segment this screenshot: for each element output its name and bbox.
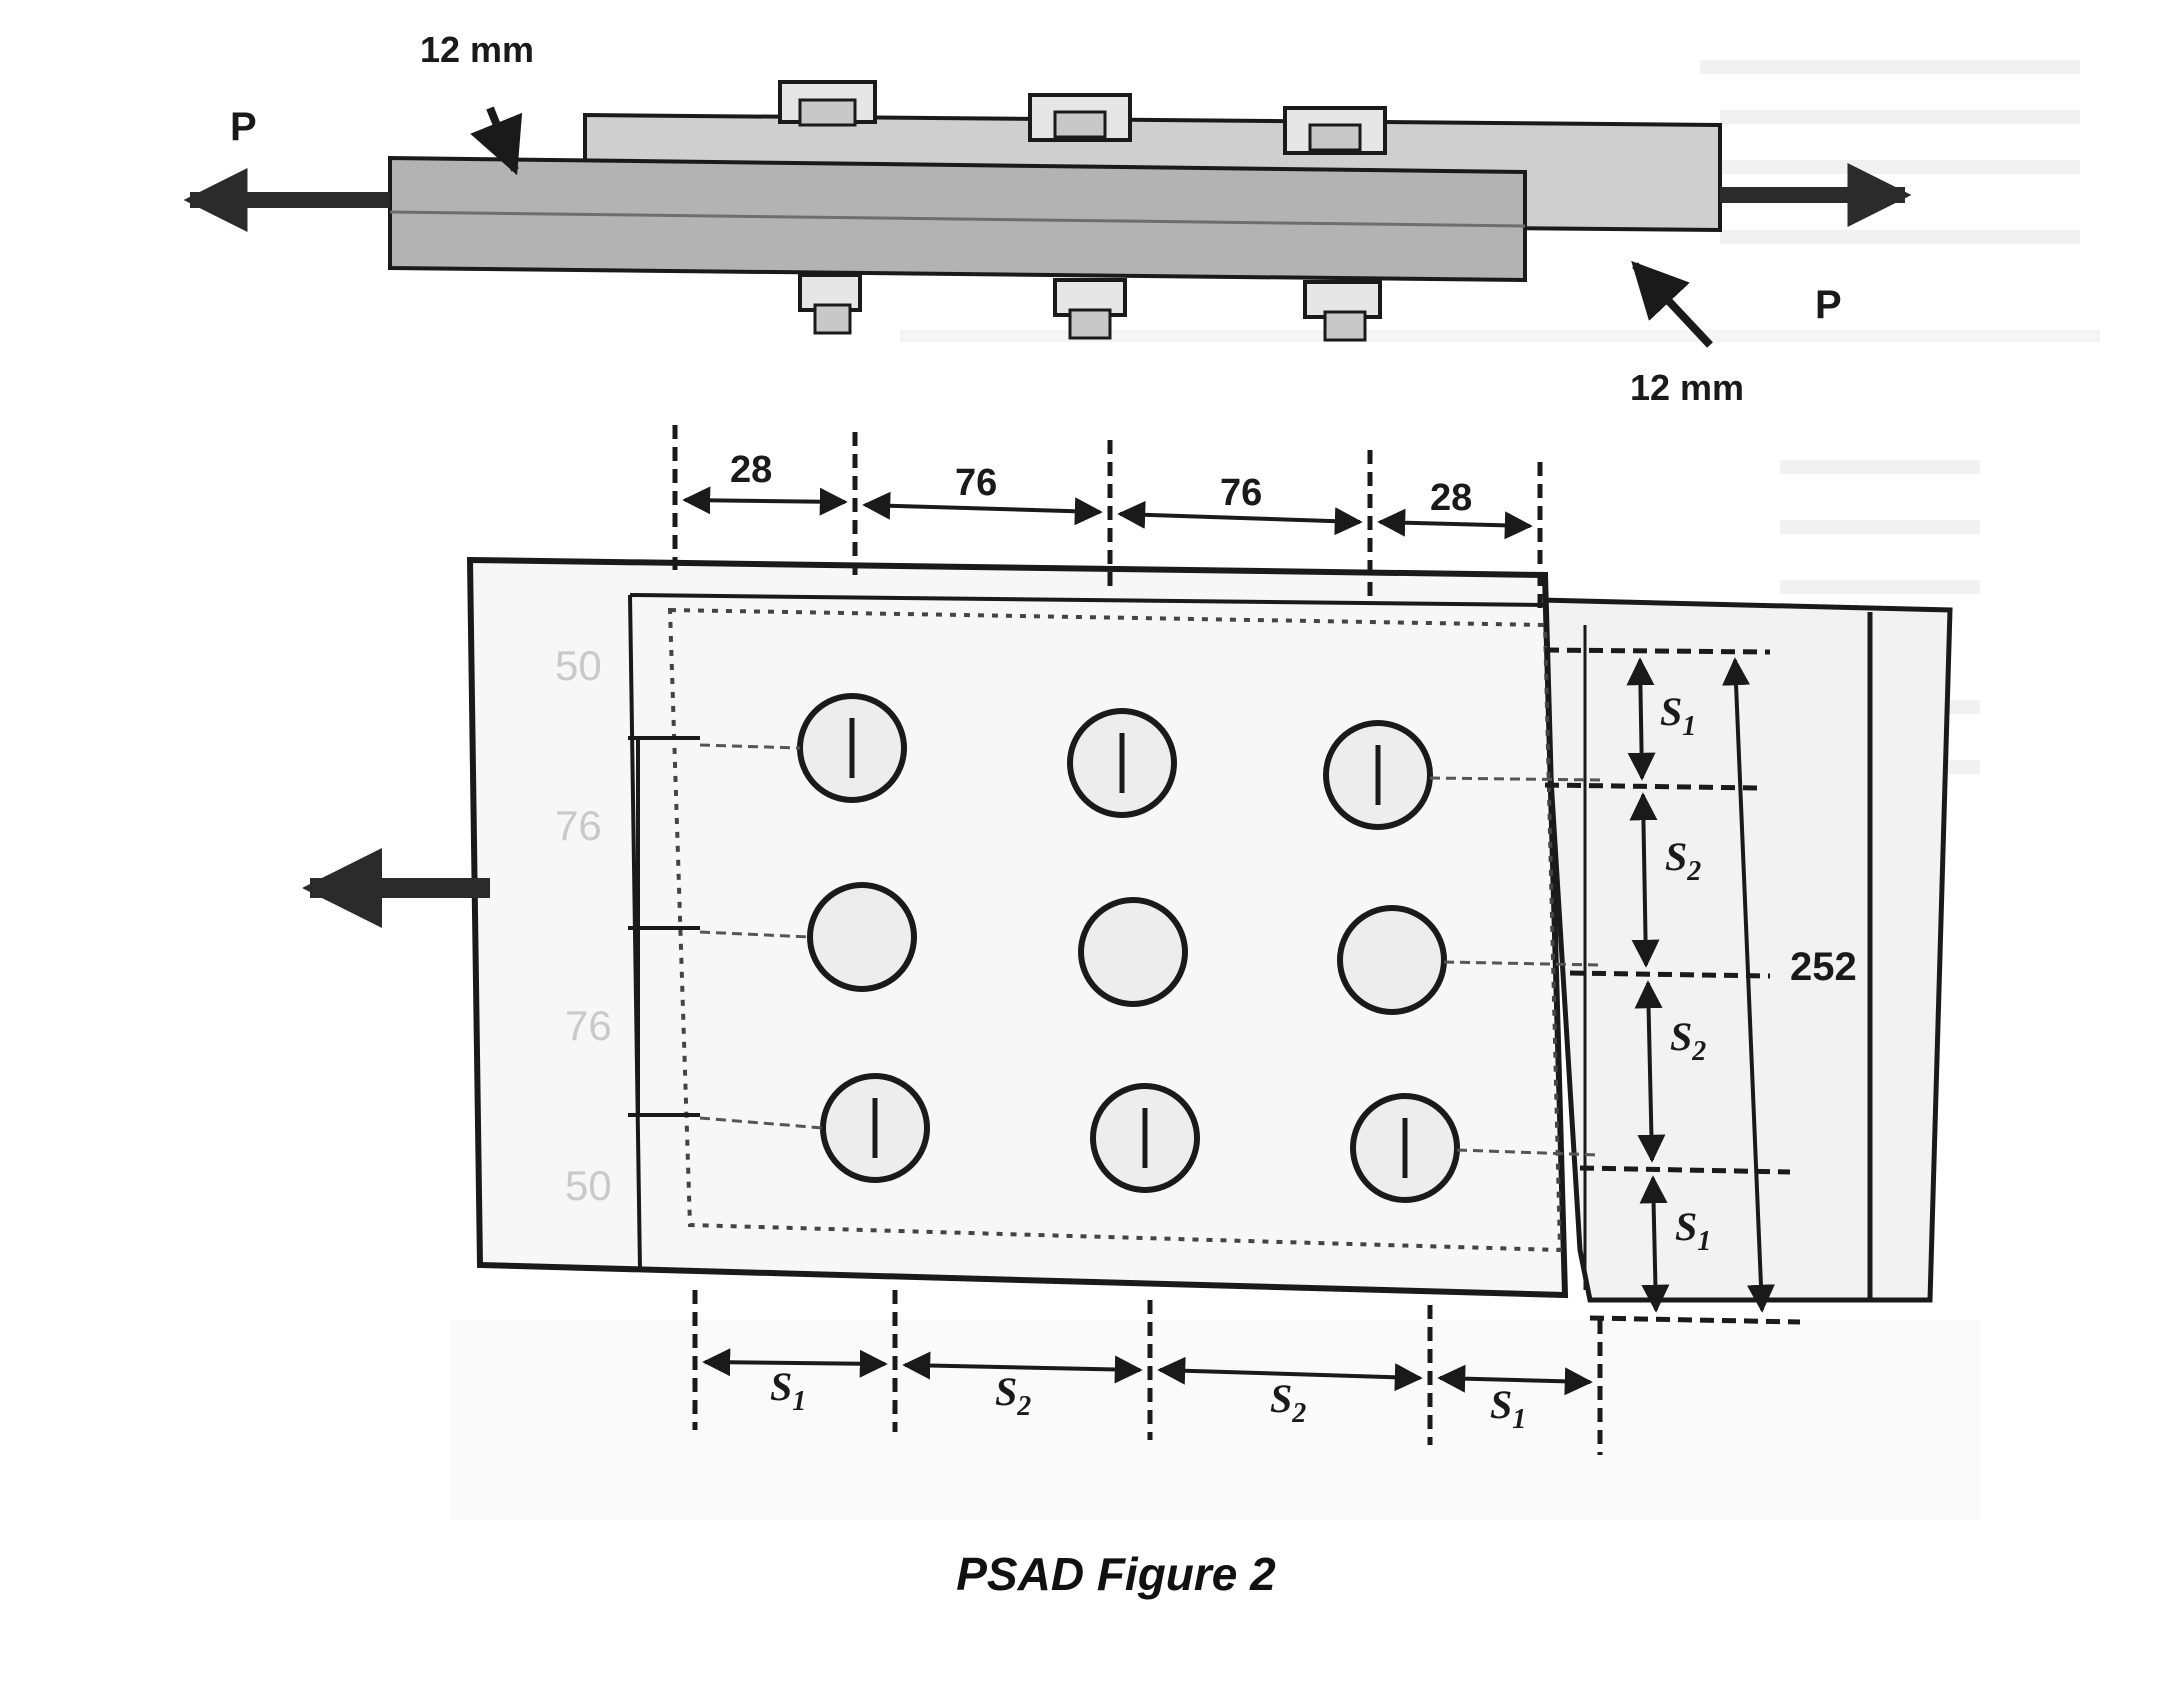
- top-dim-3: 76: [1220, 472, 1262, 514]
- dim-line-76-a: [862, 491, 1103, 526]
- right-spacing-1: S1: [1660, 689, 1696, 742]
- top-dim-1: 28: [730, 449, 772, 491]
- bottom-spacing-2: S2: [995, 1369, 1031, 1422]
- thickness-pointer-top: [470, 106, 523, 176]
- dim-line-bottom-s2-a: [902, 1351, 1143, 1384]
- bolt-head: [1337, 905, 1447, 1015]
- right-total-dim: 252: [1790, 945, 1857, 989]
- dim-line-s1-bottom: [1639, 1175, 1670, 1313]
- dim-line-s1-top: [1626, 657, 1656, 781]
- bottom-dimensions: S1 S2 S2 S1: [692, 1290, 1603, 1455]
- bottom-spacing-3: S2: [1270, 1376, 1306, 1429]
- left-dim-4: 50: [565, 1162, 612, 1209]
- top-dim-2: 76: [955, 462, 997, 504]
- figure-caption: PSAD Figure 2: [956, 1548, 1276, 1600]
- right-spacing-2: S2: [1665, 834, 1701, 887]
- dim-line-s2-lower: [1634, 980, 1666, 1163]
- dim-line-252: [1722, 657, 1775, 1313]
- dim-line-s2-upper: [1629, 792, 1660, 968]
- right-plate: [1537, 597, 1953, 1303]
- bolt-2: [1028, 93, 1132, 340]
- dim-line-bottom-s1-right: [1437, 1364, 1593, 1396]
- top-dim-4: 28: [1430, 477, 1472, 519]
- left-dim-3: 76: [565, 1002, 612, 1049]
- thickness-label-top: 12 mm: [420, 29, 534, 70]
- thickness-pointer-bottom: [1631, 260, 1713, 348]
- top-dimensions: 28 76 76 28: [672, 425, 1543, 610]
- load-label-left: P: [230, 105, 257, 149]
- dim-line-28-right: [1377, 508, 1533, 540]
- right-spacing-4: S1: [1675, 1204, 1711, 1257]
- bolt-head: [1078, 897, 1188, 1007]
- load-label-right: P: [1815, 283, 1842, 327]
- bolt-head: [807, 882, 917, 992]
- bottom-spacing-1: S1: [770, 1364, 806, 1417]
- left-dimensions: 50 76 76 50: [555, 642, 700, 1209]
- side-view: P P 12 mm 12 mm: [183, 29, 1912, 408]
- left-plate: [466, 556, 1569, 1299]
- thickness-label-bottom: 12 mm: [1630, 367, 1744, 408]
- dim-line-bottom-s2-b: [1157, 1356, 1423, 1392]
- right-dimensions: S1 S2 S2 S1 252: [1544, 647, 1857, 1325]
- left-dim-1: 50: [555, 642, 602, 689]
- bolt-grid: [699, 693, 1601, 1203]
- bolt-3: [1283, 106, 1387, 342]
- right-spacing-3: S2: [1670, 1014, 1706, 1067]
- dim-line-76-b: [1117, 500, 1363, 536]
- left-dim-2: 76: [555, 802, 602, 849]
- bolt-1: [778, 80, 877, 335]
- dim-line-28-left: [682, 486, 848, 516]
- bottom-spacing-4: S1: [1490, 1382, 1526, 1435]
- dim-line-bottom-s1-left: [702, 1348, 888, 1378]
- plan-view: 50 76 76 50 28 76 76 28: [302, 425, 1953, 1455]
